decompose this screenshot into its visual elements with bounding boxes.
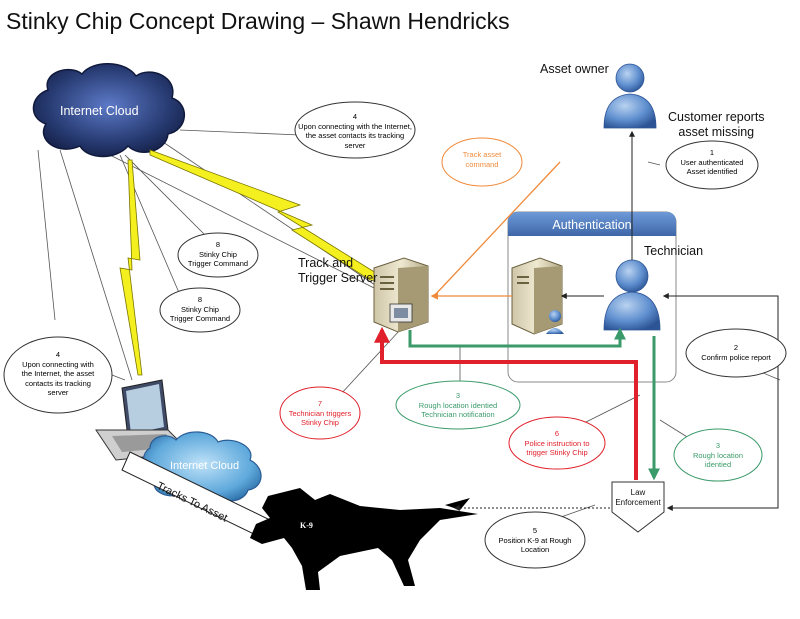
internet-cloud-icon (32, 63, 186, 158)
authentication-title: Authentication (552, 218, 632, 232)
track-trigger-server-icon (373, 257, 429, 333)
note-rough-law (673, 428, 763, 482)
note-tech-triggers (279, 386, 361, 440)
note-connect-left-text: 4 Upon connecting with the Internet, the… (21, 350, 95, 397)
k9-dog-icon (250, 488, 478, 590)
note-track-command-text: Track asset command (462, 150, 502, 169)
authentication-box (507, 211, 677, 383)
note-rough-law-text: 3 Rough location identied (692, 441, 744, 469)
law-label-line-2: Enforcement (615, 498, 661, 507)
asset-owner-person-icon (603, 63, 657, 129)
track-trigger-server-label: Track and Trigger Server (298, 256, 377, 286)
note-rough-tech (395, 380, 521, 430)
note-connect-top-text: 4 Upon connecting with the Internet, the… (298, 112, 412, 150)
internet-cloud-label: Internet Cloud (60, 104, 139, 118)
customer-reports-label: Customer reports asset missing (668, 110, 765, 140)
note-trigger-cmd-b-text: 8 Stinky Chip Trigger Command (169, 295, 231, 323)
note-user-authenticated (665, 140, 759, 190)
note-confirm-police-text: 2 Confirm police report (701, 343, 771, 362)
customer-reports-line-2: asset missing (678, 125, 755, 139)
note-tech-triggers-text: 7 Technician triggers Stinky Chip (288, 399, 352, 427)
technician-label: Technician (644, 244, 704, 258)
k9-label: K-9 (300, 521, 313, 530)
note-confirm-police (685, 328, 787, 378)
law-enforcement-label: Law Enforcement (612, 488, 664, 508)
note-police-instruction-text: 6 Police instruction to trigger Stinky C… (524, 429, 590, 457)
note-track-command (441, 137, 523, 187)
technician-person-icon (603, 259, 661, 331)
lightning-bolt-icon (119, 149, 393, 376)
server-label-line-1: Track and (298, 256, 354, 270)
small-internet-cloud-label: Internet Cloud (170, 460, 240, 472)
note-connect-top (294, 101, 416, 159)
law-label-line-1: Law (630, 488, 646, 497)
customer-reports-line-1: Customer reports (668, 110, 765, 124)
note-user-authenticated-text: 1 User authenticated Asset identified (680, 148, 744, 176)
asset-owner-label: Asset owner (540, 62, 609, 76)
black-flow-arrows (453, 130, 779, 511)
red-trigger-arrows (374, 326, 638, 480)
note-position-k9 (484, 511, 586, 569)
note-connect-left (3, 336, 113, 414)
note-rough-tech-text: 3 Rough location identied Technician not… (418, 391, 498, 419)
orange-flow-arrows (430, 161, 561, 300)
note-trigger-cmd-a (177, 232, 259, 278)
server-label-line-2: Trigger Server (298, 271, 378, 285)
diagram-title: Stinky Chip Concept Drawing – Shawn Hend… (6, 8, 510, 34)
note-police-instruction (508, 416, 606, 470)
note-ellipses (3, 101, 787, 569)
note-trigger-cmd-a-text: 8 Stinky Chip Trigger Command (187, 240, 249, 268)
note-trigger-cmd-b (159, 287, 241, 333)
law-enforcement-node (611, 481, 665, 533)
note-position-k9-text: 5 Position K-9 at Rough Location (498, 526, 572, 554)
authentication-server-icon (511, 257, 564, 335)
green-notify-arrows (408, 327, 660, 481)
